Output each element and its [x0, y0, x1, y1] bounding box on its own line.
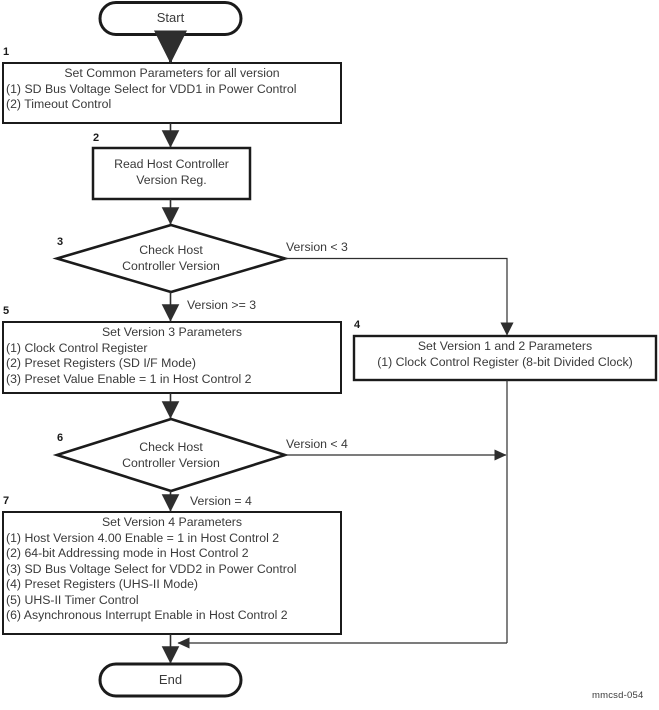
- step-4-line-1: (1) Clock Control Register (8-bit Divide…: [377, 354, 633, 369]
- step-1-line-1: (1) SD Bus Voltage Select for VDD1 in Po…: [6, 81, 297, 96]
- step-5-line-1: (1) Clock Control Register: [6, 340, 148, 355]
- step-1-line-2: (2) Timeout Control: [6, 97, 112, 111]
- step-5-content: Set Version 3 Parameters (1) Clock Contr…: [6, 325, 338, 387]
- step-7-line-6: (6) Asynchronous Interrupt Enable in Hos…: [6, 608, 288, 622]
- step-7-box-shape: [2, 511, 342, 635]
- start-terminator-label: Start: [156, 10, 185, 25]
- connector-step3-version-lt-3-to-step4: [285, 257, 514, 336]
- step-7-line-4: (4) Preset Registers (UHS-II Mode): [6, 577, 199, 591]
- step-2-title: Read Host Controller: [114, 157, 229, 171]
- step-1-number: 1: [3, 46, 10, 58]
- step-3-number: 3: [57, 236, 64, 248]
- step-2-number: 2: [93, 132, 100, 144]
- step-4-title: Set Version 1 and 2 Parameters: [417, 339, 593, 353]
- step-5-line-2: (2) Preset Registers (SD I/F Mode): [6, 356, 196, 370]
- edge-label-version-lt-3: Version < 3: [286, 240, 348, 254]
- step-6-number: 6: [57, 432, 64, 444]
- step-3-line-1: Controller Version: [122, 258, 220, 273]
- step-4-box-shape: [352, 334, 658, 382]
- step-7-line-5: (5) UHS-II Timer Control: [6, 592, 139, 607]
- step-5-number: 5: [3, 305, 10, 317]
- step-2-line-1: Version Reg.: [136, 172, 207, 187]
- step-6-line-1: Controller Version: [122, 455, 220, 470]
- end-terminator-shape: [98, 662, 243, 698]
- step-1-box-shape: [2, 62, 342, 124]
- step-3-title: Check Host: [139, 243, 203, 257]
- end-terminator-label: End: [158, 672, 183, 687]
- step-7-title: Set Version 4 Parameters: [101, 515, 243, 529]
- step-1-title: Set Common Parameters for all version: [64, 66, 280, 80]
- edge-label-version-ge-3: Version >= 3: [187, 298, 257, 312]
- step-6-content: Check Host Controller Version: [96, 440, 246, 471]
- step-7-line-3: (3) SD Bus Voltage Select for VDD2 in Po…: [6, 561, 297, 576]
- step-5-title: Set Version 3 Parameters: [101, 325, 243, 339]
- step-3-content: Check Host Controller Version: [96, 243, 246, 274]
- step-4-number: 4: [354, 319, 361, 331]
- step-5-box-shape: [2, 321, 342, 394]
- step-2-box-shape: [91, 146, 252, 201]
- step-7-number: 7: [3, 495, 10, 507]
- step-1-content: Set Common Parameters for all version (1…: [6, 66, 338, 113]
- step-7-line-2: (2) 64-bit Addressing mode in Host Contr…: [6, 546, 249, 560]
- step-4-content: Set Version 1 and 2 Parameters (1) Clock…: [357, 339, 653, 370]
- edge-label-version-eq-4: Version = 4: [190, 494, 252, 508]
- step-5-line-3: (3) Preset Value Enable = 1 in Host Cont…: [6, 371, 252, 386]
- step-2-content: Read Host Controller Version Reg.: [95, 157, 248, 188]
- figure-id-label: mmcsd-054: [592, 690, 644, 701]
- step-6-title: Check Host: [139, 440, 203, 454]
- step-7-content: Set Version 4 Parameters (1) Host Versio…: [6, 515, 338, 624]
- edge-label-version-lt-4: Version < 4: [286, 437, 348, 451]
- step-7-line-1: (1) Host Version 4.00 Enable = 1 in Host…: [6, 530, 280, 545]
